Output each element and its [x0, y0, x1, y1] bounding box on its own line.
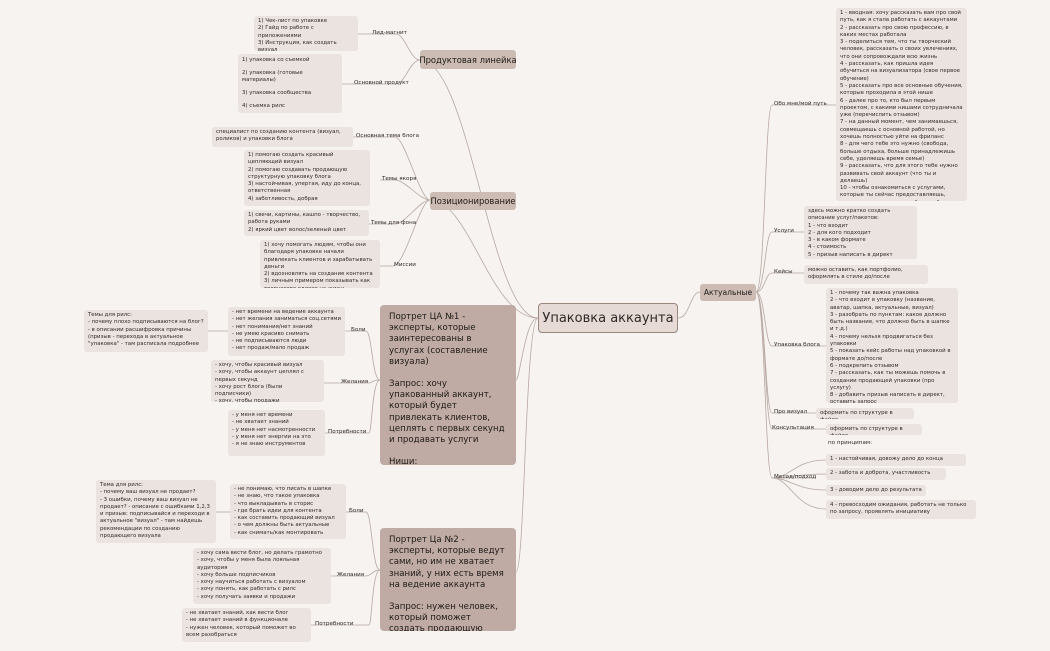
- persona-1-reels-topics: Темы для рилс: - почему плохо подписываю…: [84, 310, 208, 352]
- main-theme-text: специалист по созданию контента (визуал,…: [212, 127, 353, 147]
- persona-1-wants-text: - хочу, чтобы красивый визуал - хочу, чт…: [211, 360, 324, 402]
- central-topic[interactable]: Упаковка аккаунта: [538, 303, 678, 333]
- branch-positioning[interactable]: Позиционирование: [430, 192, 516, 210]
- anchor-topics-text: 1) помогаю создать красивый цепляющий ви…: [244, 150, 370, 206]
- persona-2-pains-label[interactable]: Боли: [349, 508, 364, 514]
- method-item: 3 - доводим дело до результата: [826, 485, 926, 496]
- visual-text: оформить по структуре в файле: [816, 408, 914, 419]
- main-product-label[interactable]: Основной продукт: [354, 80, 409, 86]
- consultation-label[interactable]: Консультация: [772, 425, 814, 431]
- consultation-text: оформить по структуре в файле: [826, 424, 922, 435]
- missions-text: 1) хочу помогать людям, чтобы они благод…: [260, 240, 380, 288]
- branch-product-line[interactable]: Продуктовая линейка: [419, 50, 517, 69]
- main-product-item: 3) упаковка сообщества: [242, 89, 312, 96]
- persona-2-pains-text: - не понимаю, что писать в шапке - не зн…: [230, 484, 346, 539]
- persona-1-pains-label[interactable]: Боли: [351, 327, 366, 333]
- method-label[interactable]: Метод/подход: [774, 474, 817, 480]
- method-item: 4 - превосходим ожидания, работать не то…: [826, 500, 976, 519]
- lead-magnet-list: 1) Чек-лист по упаковке 2) Гайд по работ…: [254, 16, 358, 51]
- main-theme-label[interactable]: Основная тема блога: [356, 133, 420, 139]
- method-item: 1 - настойчивая, довожу дело до конца: [826, 454, 966, 466]
- main-product-item: 1) упаковка со съемкой: [242, 57, 310, 63]
- persona-2-reels-topics: Тема для рилс: - почему ваш визуал не пр…: [96, 480, 216, 543]
- missions-label[interactable]: Миссии: [394, 262, 416, 268]
- main-product-item: 4) съемка рилс: [242, 102, 286, 109]
- main-product-list: 1) упаковка со съемкой 2) упаковка (гото…: [238, 54, 342, 113]
- persona-2-wants-label[interactable]: Желания: [337, 572, 365, 578]
- cases-text: можно оставить, как портфолио, оформлять…: [804, 265, 928, 284]
- background-topics-text: 1) свечи, картины, кашпо - творчество, р…: [244, 210, 369, 236]
- services-text: здесь можно кратко создать описание услу…: [804, 206, 917, 259]
- services-label[interactable]: Услуги: [774, 228, 794, 234]
- persona-1-wants-label[interactable]: Желания: [341, 379, 369, 385]
- visual-label[interactable]: Про визуал: [774, 409, 808, 415]
- persona-2-needs-label[interactable]: Потребности: [315, 621, 354, 627]
- main-product-item: 2) упаковка (готовые материалы): [242, 69, 303, 84]
- method-intro: по принципам:: [828, 440, 872, 446]
- cases-label[interactable]: Кейсы: [774, 269, 793, 275]
- blog-packaging-label[interactable]: Упаковка блога: [774, 342, 820, 348]
- persona-2-card[interactable]: Портрет Ца №2 - эксперты, которые ведут …: [380, 528, 516, 631]
- persona-1-pains-text: - нет времени на ведение аккаунта - нет …: [228, 307, 345, 356]
- persona-2-wants-text: - хочу сама вести блог, но делать грамот…: [193, 548, 331, 604]
- persona-1-needs-text: - у меня нет времени - не хватает знаний…: [228, 410, 325, 456]
- branch-highlights[interactable]: Актуальные: [700, 284, 756, 301]
- lead-magnet-label[interactable]: Лид-магнит: [372, 30, 407, 36]
- persona-1-card[interactable]: Портрет ЦА №1 - эксперты, которые заинте…: [380, 305, 516, 465]
- anchor-topics-label[interactable]: Темы якоря: [382, 176, 417, 182]
- persona-1-needs-label[interactable]: Потребности: [328, 429, 367, 435]
- background-topics-label[interactable]: Темы для фона: [371, 220, 417, 226]
- blog-packaging-text: 1 - почему так важна упаковка 2 - что вх…: [826, 288, 958, 403]
- about-me-text: 1 - вводная: хочу рассказать вам про сво…: [836, 8, 967, 201]
- about-me-label[interactable]: Обо мне/мой путь: [774, 101, 827, 107]
- method-item: 2 - забота и доброта, участливость: [826, 468, 946, 480]
- persona-2-needs-text: - не хватает знаний, как вести блог - не…: [182, 608, 311, 642]
